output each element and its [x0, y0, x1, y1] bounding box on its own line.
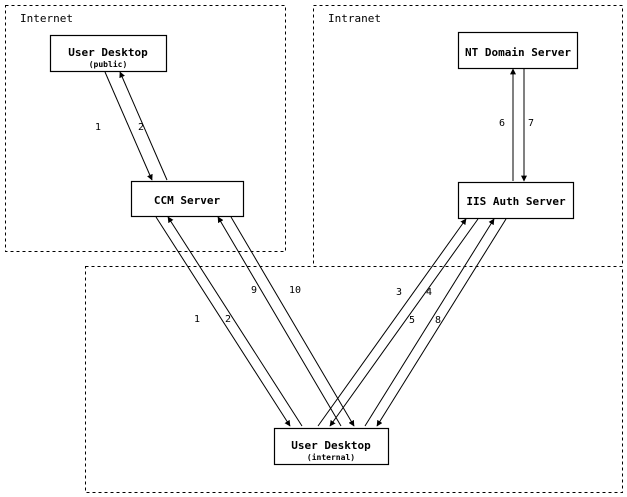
edge-group-public-ccm	[104, 71, 168, 181]
edge-line-1-internal	[167, 216, 303, 427]
edge-label-5: 5	[409, 315, 415, 326]
edge-label-2-public: 2	[138, 122, 144, 133]
node-ccm-server[interactable]: CCM Server	[130, 180, 245, 218]
edge-line-2-public	[119, 71, 168, 181]
node-user-desktop-internal-title: User Desktop	[291, 439, 371, 452]
zone-internet-label: Internet	[20, 12, 73, 25]
node-user-desktop-public[interactable]: User Desktop (public)	[49, 34, 168, 73]
node-user-desktop-internal-box[interactable]	[273, 427, 390, 466]
zone-internet-border	[5, 5, 286, 252]
zone-intranet-label: Intranet	[328, 12, 381, 25]
edge-group-internal-ccm-910	[217, 216, 355, 427]
edge-line-2-internal	[155, 216, 291, 427]
node-user-desktop-public-subtitle: (public)	[89, 59, 128, 69]
zone-intranet: Intranet	[313, 5, 623, 267]
edge-label-7: 7	[528, 118, 534, 129]
edge-line-8	[376, 218, 507, 427]
node-ccm-server-title: CCM Server	[154, 194, 221, 207]
edge-line-4	[329, 218, 479, 427]
edge-group-internal-iis-58	[364, 218, 507, 427]
node-iis-auth-server-title: IIS Auth Server	[466, 195, 566, 208]
edge-label-8: 8	[435, 315, 441, 326]
node-user-desktop-public-title: User Desktop	[68, 46, 148, 59]
edge-label-1-public: 1	[95, 122, 101, 133]
node-iis-auth-server-box[interactable]	[457, 181, 575, 220]
edge-label-10: 10	[289, 285, 301, 296]
node-ccm-server-box[interactable]	[130, 180, 245, 218]
edge-label-9: 9	[251, 285, 257, 296]
node-user-desktop-internal[interactable]: User Desktop (internal)	[273, 427, 390, 466]
edge-group-iis-nt	[510, 68, 527, 182]
zone-internal-border	[85, 266, 623, 493]
edge-labels: 1 2 6 7 9 10 1 2 3 4 5 8	[95, 118, 534, 326]
node-iis-auth-server[interactable]: IIS Auth Server	[457, 181, 575, 220]
edge-line-9	[217, 216, 342, 427]
edge-group-internal-ccm-12	[155, 216, 303, 427]
edge-label-2-internal: 2	[225, 314, 231, 325]
zone-internal-network	[85, 266, 623, 493]
edge-group-internal-iis-34	[317, 218, 479, 427]
zone-internet: Internet	[5, 5, 286, 252]
zone-intranet-border	[313, 5, 623, 267]
edge-label-6: 6	[499, 118, 505, 129]
edge-line-3	[317, 218, 467, 427]
edge-line-1-public	[104, 71, 153, 181]
edge-label-3: 3	[396, 287, 402, 298]
node-nt-domain-server-box[interactable]	[457, 31, 579, 70]
edge-label-1-internal: 1	[194, 314, 200, 325]
node-user-desktop-public-box[interactable]	[49, 34, 168, 73]
edge-line-5	[364, 218, 495, 427]
edge-line-10	[230, 216, 355, 427]
node-nt-domain-server-title: NT Domain Server	[465, 46, 571, 59]
edge-label-4: 4	[426, 287, 432, 298]
node-user-desktop-internal-subtitle: (internal)	[307, 452, 355, 462]
node-nt-domain-server[interactable]: NT Domain Server	[457, 31, 579, 70]
